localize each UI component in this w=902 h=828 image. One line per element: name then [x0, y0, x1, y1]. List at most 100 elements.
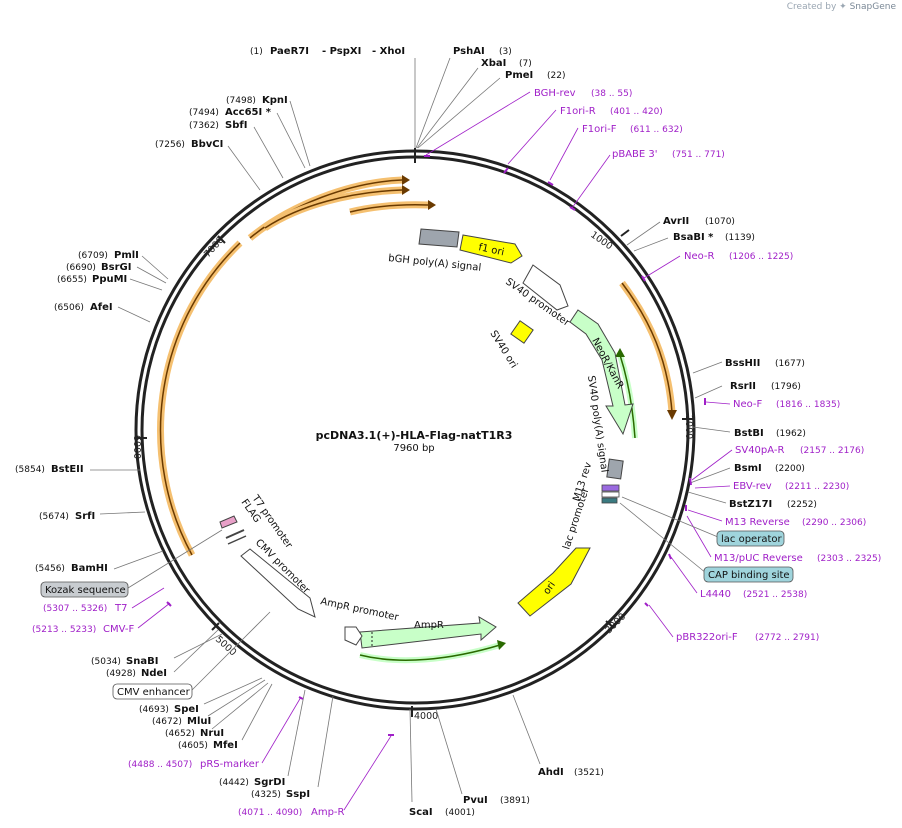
enzyme-ppumi[interactable]: PpuMI: [92, 274, 127, 285]
enzyme-nrui[interactable]: NruI: [200, 728, 224, 739]
enzyme-pos-bsabi: (1139): [725, 233, 755, 243]
primer-f1ori-f[interactable]: F1ori-F: [582, 124, 617, 135]
enzyme-sspi[interactable]: SspI: [286, 789, 310, 800]
primer-cmv-f-label[interactable]: CMV-F: [103, 624, 134, 635]
primer-f1ori-r[interactable]: F1ori-R: [560, 106, 596, 117]
primer-pbr322ori-f[interactable]: pBR322ori-F: [676, 632, 738, 643]
enzyme-bstbi[interactable]: BstBI: [734, 428, 764, 439]
enzyme-pshai[interactable]: PshAI: [453, 46, 485, 57]
enzyme-afei[interactable]: AfeI: [90, 302, 113, 313]
feature-cmv-promoter[interactable]: CMV promoter: [240, 537, 316, 618]
ampr-promoter-label: AmpR promoter: [319, 596, 400, 623]
enzyme-kpni[interactable]: KpnI: [262, 95, 288, 106]
enzyme-pmei[interactable]: PmeI: [505, 70, 533, 81]
primer-ebv-rev[interactable]: EBV-rev: [733, 481, 772, 492]
feature-sv40-ori[interactable]: SV40 ori: [487, 320, 534, 370]
primer-m13-puc-reverse[interactable]: M13/pUC Reverse: [714, 553, 803, 564]
enzyme-bbvci[interactable]: BbvCI: [191, 139, 223, 150]
enzyme-bsrgi[interactable]: BsrGI: [101, 262, 131, 273]
orf-arc-top-3-core: [349, 204, 429, 213]
enzyme-bsabi[interactable]: BsaBI *: [673, 232, 714, 243]
primer-range-bgh-rev: (38 .. 55): [591, 89, 632, 99]
boxed-feature-labels[interactable]: lac operator CAP binding site Kozak sequ…: [40, 496, 794, 700]
enzyme-pos-pshai: (3): [499, 47, 512, 57]
enzyme-pos-avrii: (1070): [705, 217, 735, 227]
f1-ori-label: f1 ori: [477, 242, 505, 258]
feature-ampr[interactable]: AmpR: [359, 616, 497, 649]
primer-range-m13-puc-reverse: (2303 .. 2325): [817, 554, 881, 564]
enzyme-besshii[interactable]: BssHII: [725, 358, 760, 369]
enzyme-pmli[interactable]: PmlI: [114, 250, 139, 261]
cap-binding-site-label[interactable]: CAP binding site: [708, 570, 790, 581]
primer-neo-r[interactable]: Neo-R: [684, 251, 715, 262]
cmv-enhancer-label[interactable]: CMV enhancer: [117, 687, 191, 698]
enzyme-snabi[interactable]: SnaBI: [126, 656, 158, 667]
primer-pbabe3[interactable]: pBABE 3': [612, 149, 658, 160]
enzyme-bsteii[interactable]: BstEII: [51, 464, 84, 475]
enzyme-srfi[interactable]: SrfI: [75, 511, 95, 522]
enzyme-xhoi[interactable]: - XhoI: [372, 46, 405, 57]
neo-orf-arc-core: [619, 354, 636, 439]
enzyme-pos-paer7i: (1): [250, 47, 263, 57]
enzyme-mfei[interactable]: MfeI: [213, 740, 238, 751]
orf-arrowheads: [402, 175, 677, 420]
enzyme-mlui[interactable]: MluI: [187, 716, 211, 727]
enzyme-pspxi[interactable]: - PspXI: [322, 46, 361, 57]
primer-bgh-rev[interactable]: BGH-rev: [534, 88, 576, 99]
snapgene-logo-icon: ✦: [839, 2, 847, 12]
enzyme-pos-pmli: (6709): [78, 251, 108, 261]
enzyme-sgrdi[interactable]: SgrDI: [254, 777, 285, 788]
snapgene-credit: Created by ✦ SnapGene: [787, 2, 896, 12]
primer-range-cmv-f: (5213 .. 5233): [32, 625, 96, 635]
enzyme-labels[interactable]: (1) PaeR7I - PspXI - XhoI PshAI (3) XbaI…: [15, 46, 817, 818]
primer-amp-r[interactable]: Amp-R: [311, 807, 345, 818]
enzyme-spei[interactable]: SpeI: [174, 704, 199, 715]
lac-operator-label[interactable]: lac operator: [721, 534, 782, 545]
enzyme-avrii[interactable]: AvrII: [663, 216, 689, 227]
enzyme-pos-bamhi: (5456): [35, 564, 65, 574]
tick-5000: 5000: [213, 634, 238, 658]
enzyme-xbai[interactable]: XbaI: [481, 58, 506, 69]
primer-markers: [166, 155, 706, 736]
primer-t7[interactable]: T7: [114, 603, 127, 614]
enzyme-acc65i[interactable]: Acc65I *: [225, 107, 272, 118]
enzyme-rsrii[interactable]: RsrII: [730, 381, 756, 392]
feature-ori[interactable]: ori: [517, 547, 591, 617]
primer-range-ebv-rev: (2211 .. 2230): [785, 482, 849, 492]
credit-text: Created by: [786, 2, 837, 12]
feature-f1-ori[interactable]: f1 ori: [459, 234, 523, 264]
enzyme-bamhi[interactable]: BamHI: [71, 563, 108, 574]
primer-l4440[interactable]: L4440: [700, 589, 731, 600]
enzyme-pvui[interactable]: PvuI: [463, 795, 488, 806]
primer-range-f1ori-f: (611 .. 632): [630, 125, 683, 135]
plasmid-name: pcDNA3.1(+)-HLA-Flag-natT1R3: [316, 429, 513, 442]
enzyme-scai[interactable]: ScaI: [409, 807, 433, 818]
orf-arcs: [157, 176, 676, 557]
enzyme-bsmi[interactable]: BsmI: [734, 463, 762, 474]
enzyme-bstz17i[interactable]: BstZ17I: [729, 499, 772, 510]
primer-prs-marker[interactable]: pRS-marker: [200, 759, 260, 770]
amp-orf-arc-core: [359, 644, 501, 661]
enzyme-pos-sbfi: (7362): [189, 121, 219, 131]
enzyme-sbfi[interactable]: SbfI: [225, 120, 247, 131]
enzyme-paer7i[interactable]: PaeR7I: [270, 46, 309, 57]
enzyme-ahdi[interactable]: AhdI: [538, 767, 564, 778]
enzyme-ndei[interactable]: NdeI: [141, 668, 167, 679]
primer-labels[interactable]: BGH-rev (38 .. 55) F1ori-R (401 .. 420) …: [32, 88, 881, 818]
kozak-sequence-label[interactable]: Kozak sequence: [45, 585, 126, 596]
orf-arc-right-core: [621, 282, 673, 413]
primer-m13-reverse[interactable]: M13 Reverse: [725, 517, 790, 528]
enzyme-pos-pmei: (22): [547, 71, 565, 81]
feature-sv40-promoter[interactable]: SV40 promoter: [503, 264, 572, 329]
enzyme-pos-bsmi: (2200): [775, 464, 805, 474]
sv40-polya-label: SV40 poly(A) signal: [585, 375, 609, 473]
primer-range-sv40pa-r: (2157 .. 2176): [800, 446, 864, 456]
primer-sv40pa-r[interactable]: SV40pA-R: [735, 445, 784, 456]
primer-neo-f[interactable]: Neo-F: [733, 399, 763, 410]
enzyme-leaders: [90, 57, 731, 803]
tick-6000: 6000: [131, 435, 142, 459]
enzyme-pos-bsrgi: (6690): [66, 263, 96, 273]
enzyme-pos-nrui: (4652): [165, 729, 195, 739]
primer-range-amp-r: (4071 .. 4090): [238, 808, 302, 818]
